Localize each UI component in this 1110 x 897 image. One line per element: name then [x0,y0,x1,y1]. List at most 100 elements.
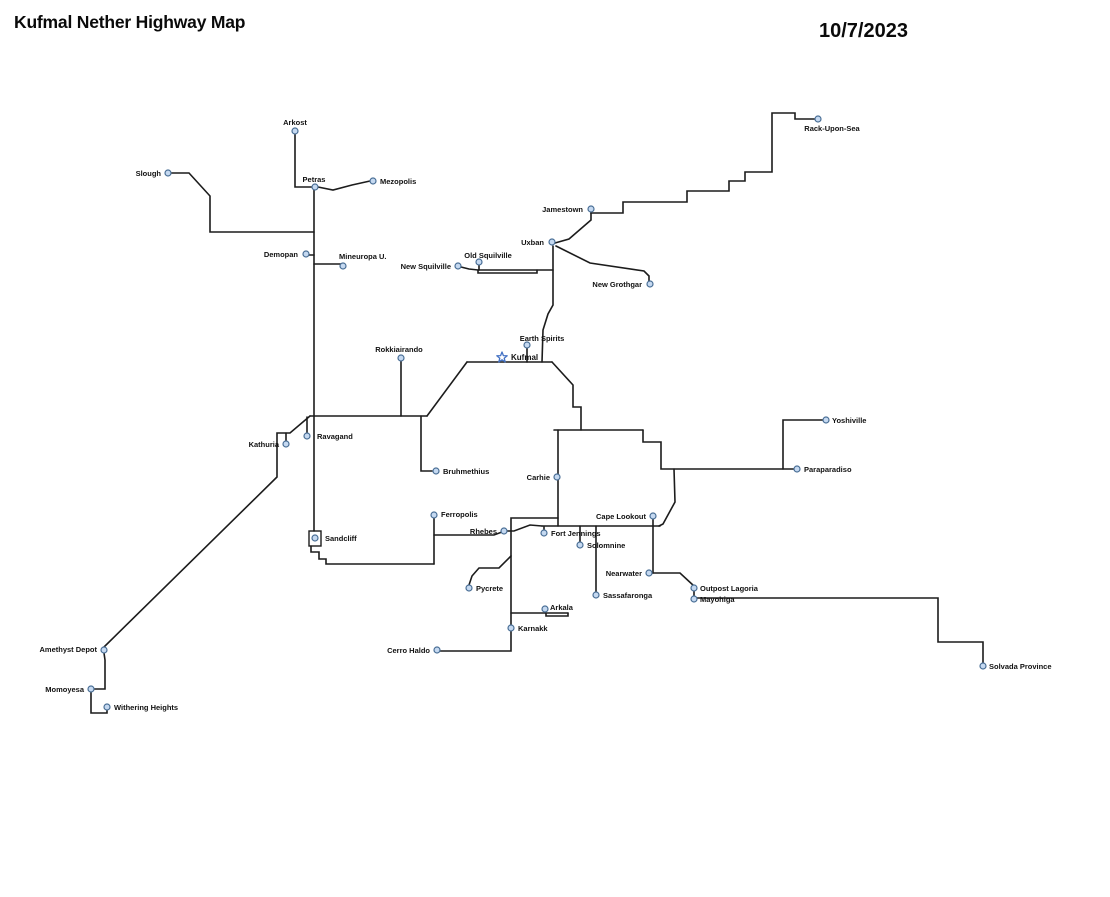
label-mineuropa-u: Mineuropa U. [339,252,387,261]
label-old-squilville: Old Squilville [464,251,512,260]
node-mezopolis [369,177,377,185]
label-kathuria: Kathuria [249,440,280,449]
edge-jamestown-rackuponsea-stairs [590,112,816,214]
edge-kufmal-west-diagonal [426,361,468,417]
label-ravagand: Ravagand [317,432,353,441]
node-solomnine [576,541,584,549]
edge-momoyesa-withering [90,691,108,714]
node-new-grothgar [646,280,654,288]
node-ravagand [303,432,311,440]
edge-karnakk-line [439,530,512,652]
node-yoshiville [822,416,830,424]
label-pycrete: Pycrete [476,584,503,593]
node-paraparadiso [793,465,801,473]
node-old-squilville [475,258,483,266]
edge-jamestown-uxban [554,212,592,244]
node-pycrete [465,584,473,592]
node-arkala [541,605,549,613]
label-slough: Slough [136,169,162,178]
label-cape-lookout: Cape Lookout [596,512,647,521]
edge-uxban-newgrothgar [555,245,650,282]
label-rokkiairando: Rokkiairando [375,345,423,354]
label-new-squilville: New Squilville [401,262,451,271]
node-cerro-haldo [433,646,441,654]
node-demopan [302,250,310,258]
node-petras [311,183,319,191]
node-withering-heights [103,703,111,711]
label-demopan: Demopan [264,250,299,259]
node-bruhmethius [432,467,440,475]
edge-arkala-parallel [545,612,569,617]
edge-kufmal-east [551,361,582,431]
edge-ferropolis-rhebes [433,531,503,536]
label-mayohiga: Mayohiga [700,595,735,604]
node-jamestown [587,205,595,213]
label-ferropolis: Ferropolis [441,510,478,519]
node-ferropolis [430,511,438,519]
label-arkost: Arkost [283,118,307,127]
label-outpost-lagoria: Outpost Lagoria [700,584,759,593]
edge-capelookout-feeder [658,468,676,527]
node-cape-lookout [649,512,657,520]
edge-bypass-loop [510,517,559,532]
capital-star-icon [496,351,508,363]
node-earth-spirits [523,341,531,349]
label-withering-heights: Withering Heights [114,703,178,712]
label-bruhmethius: Bruhmethius [443,467,489,476]
page-title: Kufmal Nether Highway Map [14,12,246,32]
label-earth-spirits: Earth Spirits [520,334,565,343]
label-new-grothgar: New Grothgar [592,280,642,289]
label-kufmal: Kufmal [511,353,538,362]
sandcliff-box [308,530,322,547]
label-momoyesa: Momoyesa [45,685,85,694]
node-nearwater [645,569,653,577]
label-carhie: Carhie [527,473,550,482]
node-mayohiga [690,595,698,603]
label-fort-jennings: Fort Jennings [551,529,601,538]
node-uxban [548,238,556,246]
label-solomnine: Solomnine [587,541,625,550]
node-karnakk [507,624,515,632]
edge-yoshiville-branch [782,419,824,470]
node-slough [164,169,172,177]
edge-mayohiga-solvada [696,597,984,664]
map-date: 10/7/2023 [819,20,908,42]
label-jamestown: Jamestown [542,205,583,214]
edge-slough-trunk [170,172,315,233]
node-sassafaronga [592,591,600,599]
edge-arkost-petras [294,133,315,188]
label-uxban: Uxban [521,238,544,247]
node-rhebes [500,527,508,535]
edge-petras-mezopolis [317,180,371,191]
node-carhie [553,473,561,481]
node-outpost-lagoria [690,584,698,592]
node-kathuria [282,440,290,448]
node-momoyesa [87,685,95,693]
node-sandcliff [311,534,319,542]
label-arkala: Arkala [550,603,574,612]
node-arkost [291,127,299,135]
edge-east-branch [642,429,795,470]
edge-west-diagonal [103,415,311,648]
node-rack-upon-sea [814,115,822,123]
label-nearwater: Nearwater [606,569,642,578]
edge-uxban-kufmal [541,245,554,363]
label-rhebes: Rhebes [470,527,497,536]
edge-nearwater-east [651,572,695,587]
edge-sandcliff-south-steps [310,545,435,565]
node-fort-jennings [540,529,548,537]
label-petras: Petras [303,175,326,184]
label-yoshiville: Yoshiville [832,416,866,425]
label-sandcliff: Sandcliff [325,534,357,543]
label-rack-upon-sea: Rack-Upon-Sea [804,124,860,133]
label-karnakk: Karnakk [518,624,548,633]
node-solvada-province [979,662,987,670]
node-new-squilville [454,262,462,270]
node-rokkiairando [397,354,405,362]
label-cerro-haldo: Cerro Haldo [387,646,430,655]
edge-pycrete-branch [468,555,512,586]
node-amethyst-depot [100,646,108,654]
label-mezopolis: Mezopolis [380,177,416,186]
